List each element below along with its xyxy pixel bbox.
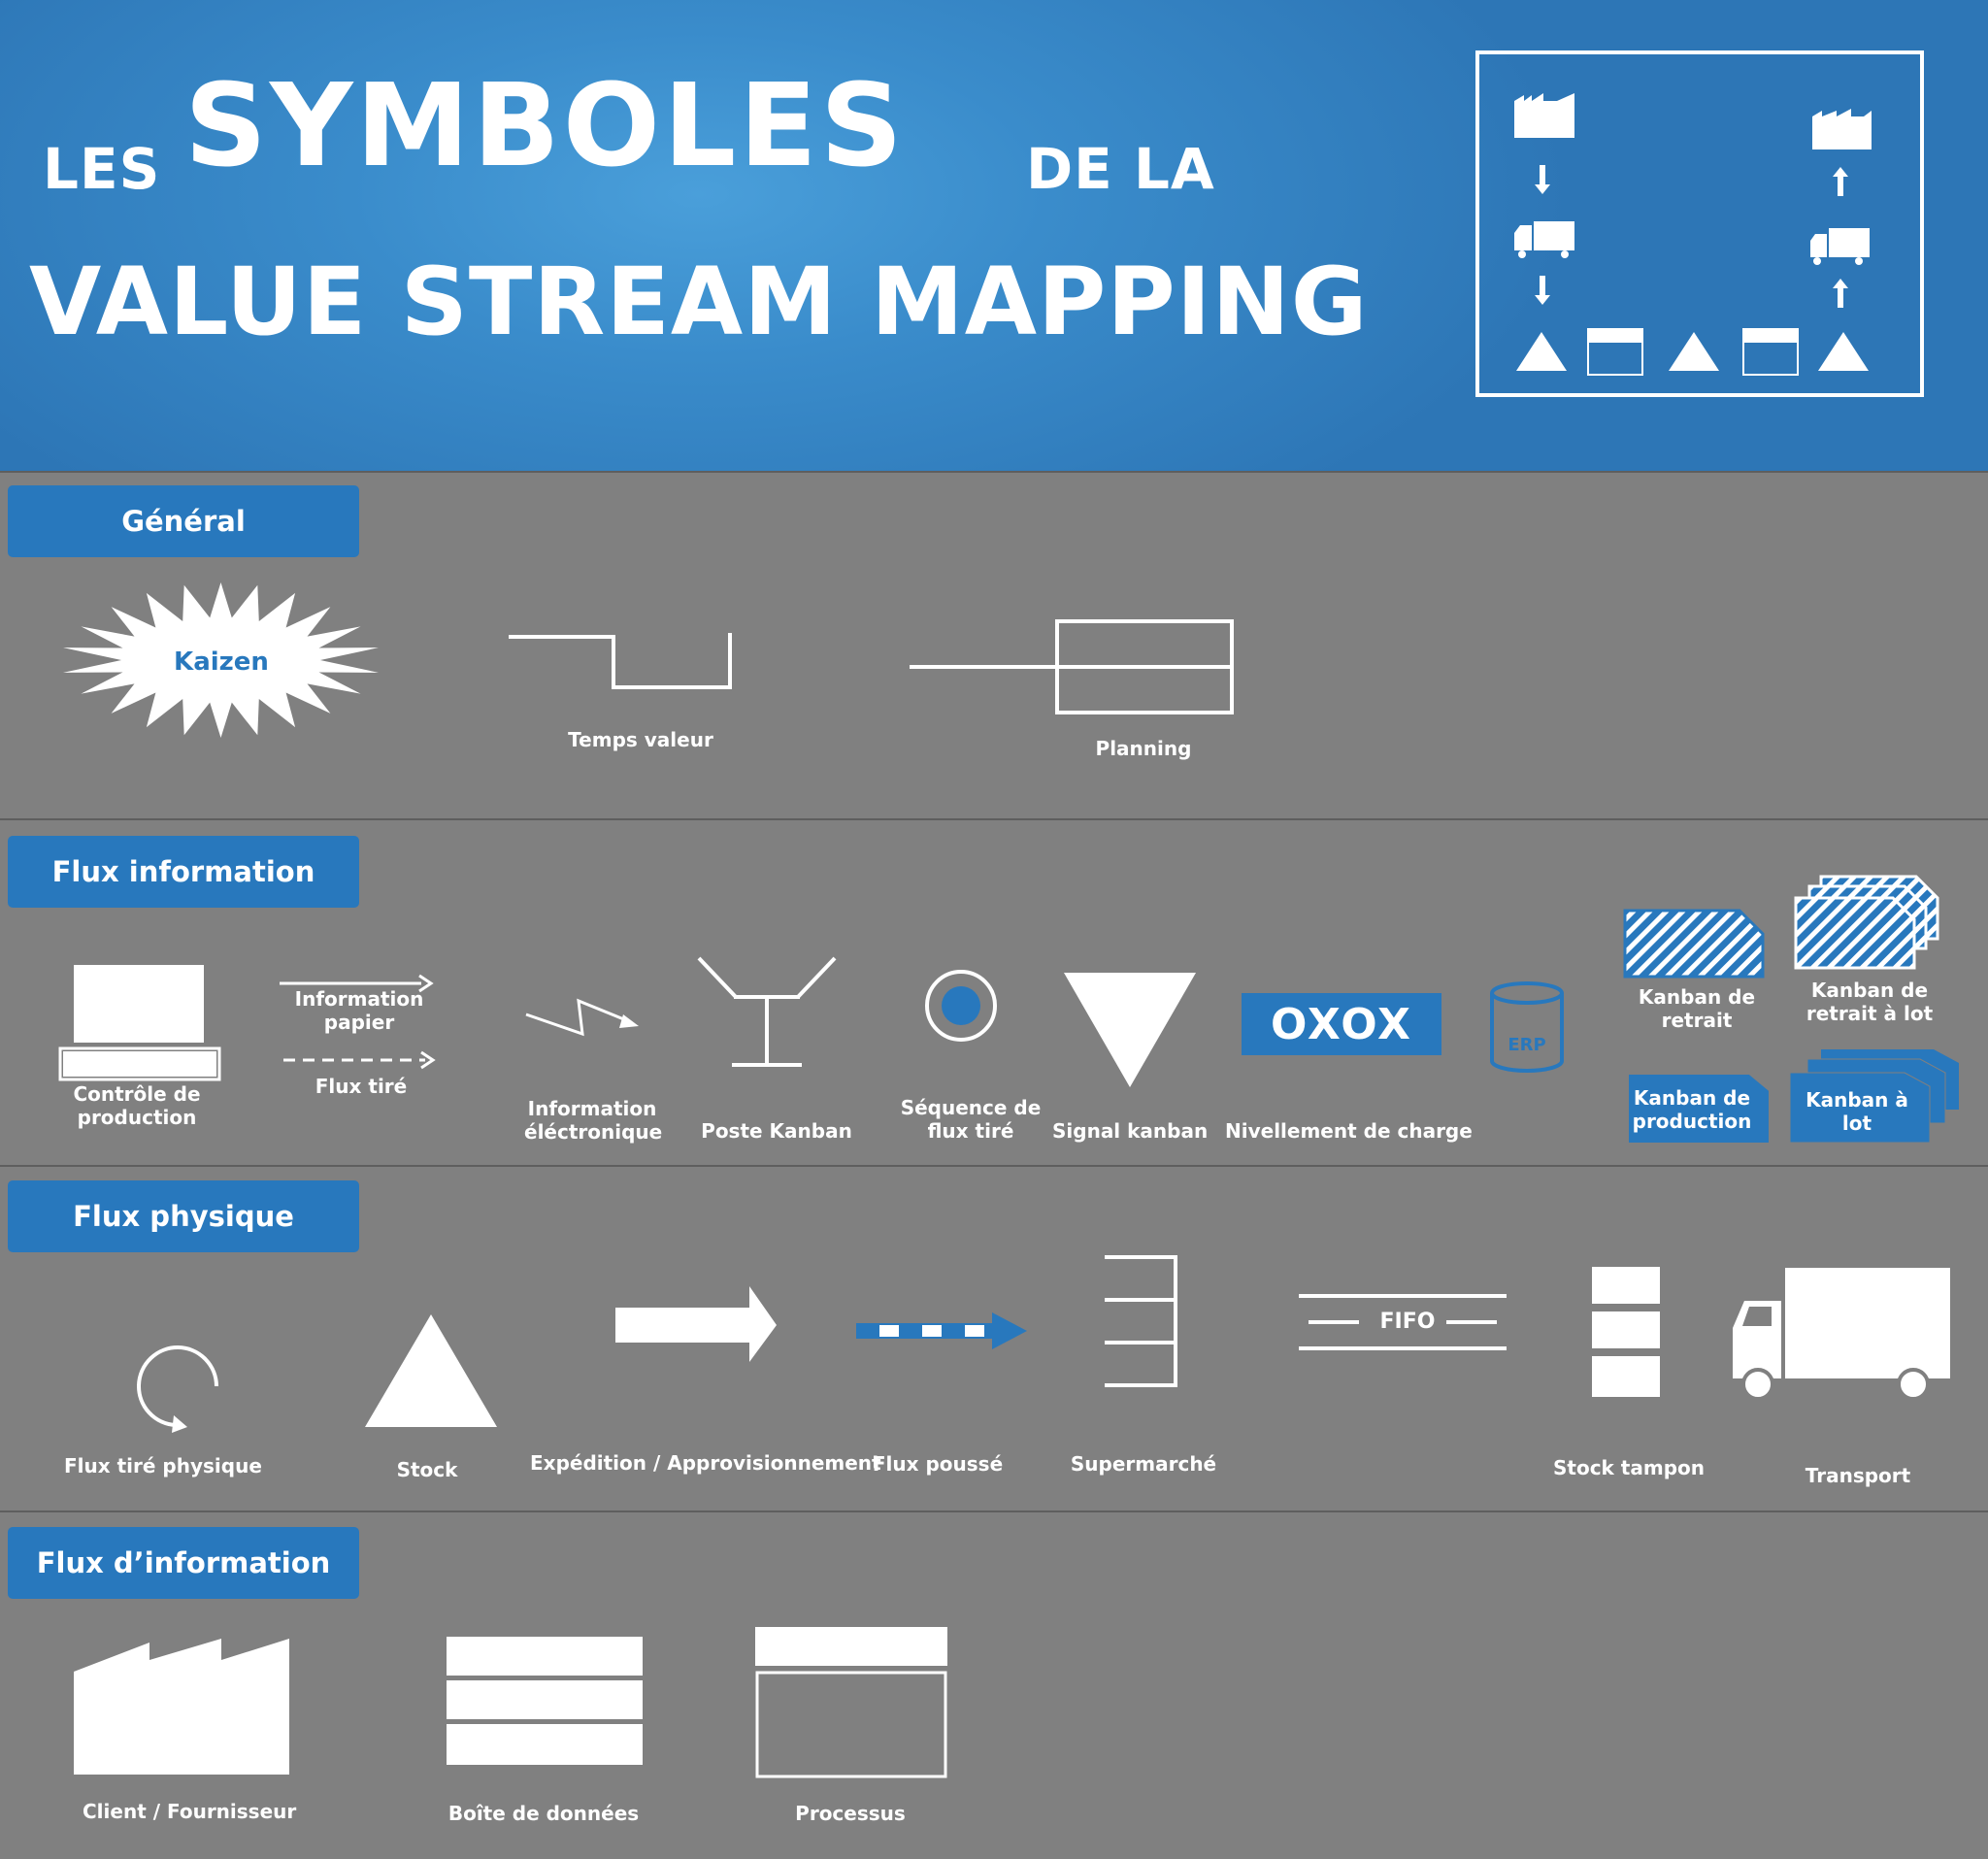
mini-factory-icon-left — [1514, 93, 1574, 138]
section-flux-dinformation: Flux d’information Client / Fournisseur … — [0, 1510, 1988, 1859]
nivellement-charge-label: Nivellement de charge — [1225, 1119, 1473, 1143]
poste-kanban-label: Poste Kanban — [701, 1119, 852, 1143]
flux-tire-dashed-arrow-icon — [283, 1050, 436, 1070]
supermarche-icon — [1105, 1255, 1177, 1387]
planning-icon — [910, 619, 1234, 714]
flux-pousse-label: Flux poussé — [872, 1452, 1004, 1476]
processus-label: Processus — [795, 1802, 906, 1825]
section-title-flux-physique: Flux physique — [8, 1180, 359, 1252]
title-les: LES — [43, 136, 161, 202]
information-electronique-label: Information éléctronique — [524, 1097, 663, 1144]
mini-factory-icon-right — [1812, 109, 1872, 149]
section-title-flux-dinformation: Flux d’information — [8, 1527, 359, 1599]
title-symboles: SYMBOLES — [184, 58, 906, 192]
transport-label: Transport — [1805, 1464, 1911, 1487]
mini-arrow-up-icon — [1833, 279, 1848, 308]
erp-label: ERP — [1508, 1035, 1546, 1055]
truck-icon — [1733, 1268, 1950, 1401]
signal-kanban-label: Signal kanban — [1052, 1119, 1209, 1143]
mini-stock-triangle-icon — [1516, 332, 1567, 371]
mini-stock-triangle-icon — [1818, 332, 1869, 371]
flux-tire-label: Flux tiré — [315, 1075, 408, 1098]
controle-production-label: Contrôle de production — [73, 1082, 201, 1129]
stock-tampon-label: Stock tampon — [1552, 1456, 1705, 1479]
mini-truck-icon-right — [1810, 228, 1870, 265]
nivellement-oxox-text: OXOX — [1271, 999, 1412, 1049]
mini-vsm-diagram — [1475, 50, 1924, 397]
sequence-flux-tire-label: Séquence de flux tiré — [900, 1096, 1042, 1143]
stock-tampon-icon — [1592, 1267, 1660, 1397]
lightning-arrow-icon — [525, 998, 639, 1037]
fifo-lane-icon — [1299, 1294, 1507, 1350]
temps-valeur-icon — [509, 633, 732, 689]
section-title-general: Général — [8, 485, 359, 557]
erp-database-icon — [1490, 981, 1564, 1073]
nivellement-charge-box: OXOX — [1242, 993, 1441, 1055]
kaizen-label: Kaizen — [174, 647, 269, 677]
signal-kanban-triangle-icon — [1064, 973, 1196, 1087]
planning-label: Planning — [1095, 737, 1192, 760]
flux-tire-physique-label: Flux tiré physique — [64, 1454, 262, 1477]
kanban-retrait-icon — [1623, 909, 1765, 979]
computer-icon — [58, 965, 221, 1081]
section-flux-information: Flux information Contrôle de production … — [0, 818, 1988, 1165]
kaizen-burst-icon — [63, 582, 379, 738]
mini-stock-triangle-icon — [1669, 332, 1719, 371]
mini-process-box-icon — [1742, 328, 1799, 376]
mini-arrow-down-icon — [1535, 165, 1550, 194]
data-box-icon — [447, 1637, 643, 1765]
header-banner: LES SYMBOLES DE LA VALUE STREAM MAPPING — [0, 0, 1988, 471]
mini-arrow-down-icon — [1535, 276, 1550, 305]
sequence-flux-tire-icon — [925, 970, 997, 1042]
poste-kanban-icon — [697, 956, 837, 1067]
information-papier-label: Information papier — [294, 987, 424, 1034]
expedition-arrow-icon — [615, 1286, 777, 1362]
information-papier-arrow-icon — [280, 974, 434, 993]
section-flux-physique: Flux physique Flux tiré physique Stock E… — [0, 1165, 1988, 1510]
title-de-la: DE LA — [1026, 136, 1215, 202]
kanban-production-card — [1629, 1075, 1769, 1143]
mini-process-box-icon — [1587, 328, 1643, 376]
title-value-stream-mapping: VALUE STREAM MAPPING — [29, 248, 1369, 356]
process-box-icon — [755, 1627, 947, 1778]
expedition-label: Expédition / Approvisionnement — [530, 1451, 881, 1475]
client-fournisseur-label: Client / Fournisseur — [83, 1800, 297, 1823]
kanban-production-label: Kanban de production — [1632, 1086, 1752, 1133]
factory-icon — [74, 1639, 289, 1775]
mini-truck-icon-left — [1514, 221, 1574, 258]
boite-donnees-label: Boîte de données — [447, 1802, 640, 1825]
supermarche-label: Supermarché — [1070, 1452, 1217, 1476]
fifo-label: FIFO — [1379, 1310, 1436, 1334]
section-general: Général Kaizen Temps valeur Planning — [0, 471, 1988, 818]
kanban-retrait-lot-icon — [1794, 875, 1939, 970]
stock-label: Stock — [396, 1458, 458, 1481]
kanban-lot-icon — [1789, 1049, 1959, 1144]
mini-arrow-up-icon — [1833, 167, 1848, 196]
kanban-lot-label: Kanban à lot — [1806, 1088, 1908, 1135]
flux-pousse-arrow-icon — [856, 1312, 1027, 1349]
temps-valeur-label: Temps valeur — [568, 728, 713, 751]
stock-triangle-icon — [365, 1314, 497, 1427]
kanban-retrait-lot-label: Kanban de retrait à lot — [1806, 979, 1934, 1025]
circular-arrow-icon — [137, 1345, 218, 1433]
kanban-retrait-label: Kanban de retrait — [1638, 985, 1756, 1032]
section-title-flux-information: Flux information — [8, 836, 359, 908]
